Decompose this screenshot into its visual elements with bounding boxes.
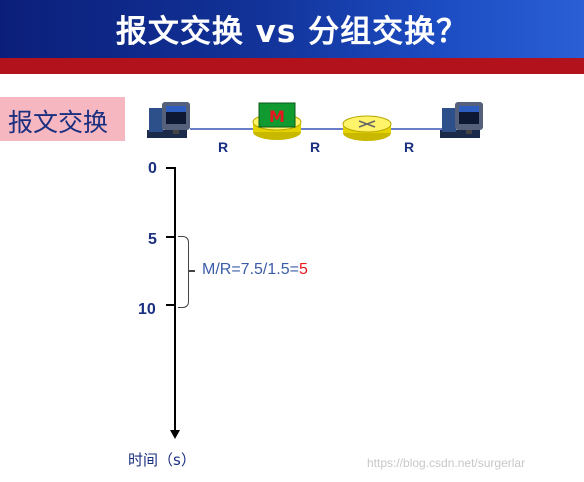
link-1-rate-label: R <box>218 139 229 155</box>
tick-mark-0 <box>166 167 175 169</box>
tick-mark-10 <box>166 304 175 306</box>
time-axis-title: 时间（s） <box>128 451 196 469</box>
page-title: 报文交换 vs 分组交换？ <box>115 14 469 50</box>
formula-text: M/R=7.5/1.5= <box>202 261 299 278</box>
tick-label-0: 0 <box>148 160 157 177</box>
link-2-rate-label: R <box>310 139 321 155</box>
interval-brace <box>178 236 189 308</box>
section-label-box: 报文交换 <box>0 97 125 141</box>
source-computer-icon <box>147 102 190 138</box>
router-1-icon: M <box>252 102 302 140</box>
link-3-rate-label: R <box>404 139 415 155</box>
router-2-icon <box>342 115 392 141</box>
header-banner: 报文交换 vs 分组交换？ <box>0 0 584 58</box>
network-topology: M <box>147 102 483 141</box>
message-label: M <box>269 107 285 126</box>
tick-mark-5 <box>166 236 175 238</box>
header-accent-bar <box>0 58 584 74</box>
time-axis <box>174 167 176 432</box>
formula-result: 5 <box>298 261 308 278</box>
section-label: 报文交换 <box>8 108 109 137</box>
dest-computer-icon <box>440 102 483 138</box>
tick-label-10: 10 <box>138 301 156 318</box>
watermark: https://blog.csdn.net/surgerlar <box>367 456 526 470</box>
tick-label-5: 5 <box>148 231 157 248</box>
interval-brace-tip <box>188 270 195 272</box>
time-axis-arrow <box>170 430 180 439</box>
delay-formula: M/R=7.5/1.5=5 <box>202 261 308 279</box>
